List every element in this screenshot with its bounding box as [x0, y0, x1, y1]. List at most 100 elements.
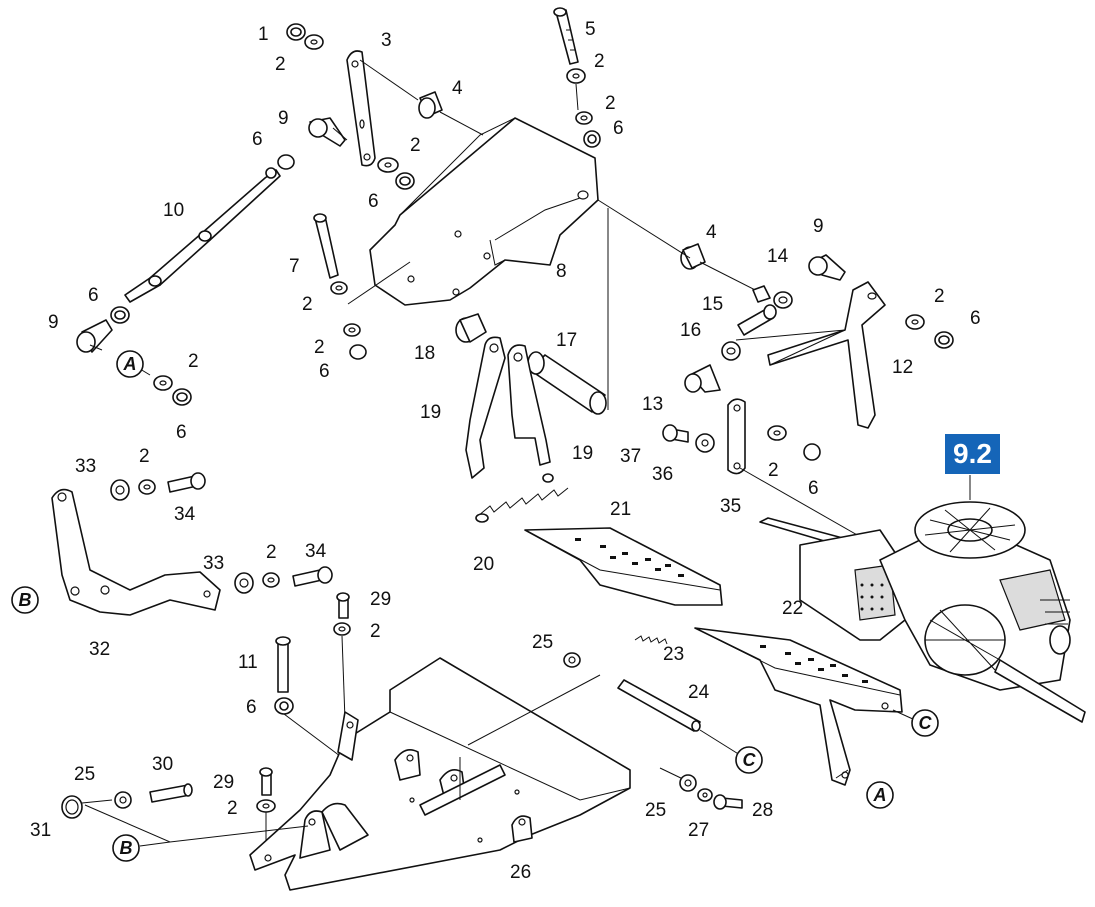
part-20-spring: [475, 473, 569, 523]
part-9-ball-joint: [808, 254, 846, 281]
part-2-washer: [566, 68, 586, 84]
part-6-nut: [277, 154, 295, 170]
transaxle-assembly-9-2: [759, 501, 1086, 723]
callout: 32: [89, 639, 110, 660]
part-35-link: [727, 398, 746, 475]
part-24-pin: [617, 679, 701, 732]
connector-A-upper: A: [116, 350, 144, 378]
callout: 25: [532, 632, 553, 653]
callout: 19: [572, 443, 593, 464]
svg-text:C: C: [919, 713, 933, 733]
callout: 6: [252, 129, 263, 150]
part-2-washer: [377, 157, 399, 173]
part-2-washer: [330, 281, 348, 295]
part-26-base-plate: [249, 657, 631, 891]
part-2-washer: [256, 799, 276, 813]
callout: 6: [246, 697, 257, 718]
part-2-washer: [304, 34, 324, 50]
part-30-pin: [149, 783, 193, 803]
callout: 30: [152, 754, 173, 775]
callout: 25: [74, 764, 95, 785]
part-2-washer: [905, 314, 925, 330]
callout: 9: [48, 312, 59, 333]
part-19-fork-right: [507, 344, 551, 466]
callout: 19: [420, 402, 441, 423]
callout: 17: [556, 330, 577, 351]
callout: 16: [680, 320, 701, 341]
part-1-nut: [286, 23, 306, 41]
callout: 37: [620, 446, 641, 467]
callout: 18: [414, 343, 435, 364]
callout: 6: [970, 308, 981, 329]
callout: 26: [510, 862, 531, 883]
part-27-washer: [697, 788, 713, 802]
callout: 3: [381, 30, 392, 51]
callout: 5: [585, 19, 596, 40]
connector-B-pin: B: [112, 834, 140, 862]
part-5-bolt: [553, 7, 579, 65]
callout: 2: [410, 135, 421, 156]
part-9-ball-joint: [308, 117, 348, 147]
part-33-bushing: [234, 572, 254, 594]
part-3-link-arm: [346, 50, 376, 167]
callout: 4: [706, 222, 717, 243]
part-25-bushing: [679, 774, 697, 792]
callout: 2: [934, 286, 945, 307]
part-9-ball-joint: [76, 319, 113, 353]
svg-text:A: A: [873, 785, 887, 805]
callout: 29: [213, 772, 234, 793]
callout: 6: [808, 478, 819, 499]
connector-C-pin: C: [735, 746, 763, 774]
part-25-bushing: [114, 791, 132, 809]
callout: 29: [370, 589, 391, 610]
part-2-washer: [153, 375, 173, 391]
callout: 31: [30, 820, 51, 841]
part-2-washer: [138, 479, 156, 495]
part-34-bolt: [292, 566, 333, 587]
callout: 2: [370, 621, 381, 642]
part-17-shaft: [527, 351, 607, 415]
callout: 2: [139, 446, 150, 467]
callout: 28: [752, 800, 773, 821]
part-25-bushing: [563, 652, 581, 668]
svg-text:A: A: [123, 354, 137, 374]
part-4-bushing: [680, 243, 706, 270]
part-13-ball-joint: [684, 364, 721, 393]
callout: 33: [75, 456, 96, 477]
callout: 12: [892, 357, 913, 378]
part-4-bushing: [418, 91, 443, 119]
part-28-bolt: [713, 794, 743, 810]
callout: 2: [314, 337, 325, 358]
part-6-nut: [395, 172, 415, 190]
part-6-nut: [274, 697, 294, 715]
callout: 2: [227, 798, 238, 819]
callout: 2: [188, 351, 199, 372]
callout: 4: [452, 78, 463, 99]
part-6-nut: [349, 344, 367, 360]
part-11-bolt: [275, 636, 291, 693]
part-12-shift-arm: [767, 281, 886, 429]
svg-text:B: B: [19, 590, 32, 610]
part-10-adjustment-rod: [124, 167, 281, 303]
callout: 36: [652, 464, 673, 485]
callout: 6: [176, 422, 187, 443]
part-37-bolt: [662, 424, 689, 443]
callout: 6: [368, 191, 379, 212]
part-2-washer: [343, 323, 361, 337]
part-2-washer: [767, 425, 787, 441]
callout: 14: [767, 246, 789, 267]
callout: 2: [605, 93, 616, 114]
connector-B-lever: B: [11, 586, 39, 614]
part-29-bolt: [336, 592, 350, 619]
part-16-spacer: [721, 341, 741, 361]
section-reference-badge: 9.2: [945, 434, 1000, 474]
part-32-lever: [51, 488, 221, 616]
part-6-nut: [803, 443, 821, 461]
part-33-bushing: [110, 479, 130, 501]
callout: 2: [594, 51, 605, 72]
callout: 6: [613, 118, 624, 139]
part-6-nut: [934, 331, 954, 349]
callout: 10: [163, 200, 184, 221]
callout: 6: [319, 361, 330, 382]
